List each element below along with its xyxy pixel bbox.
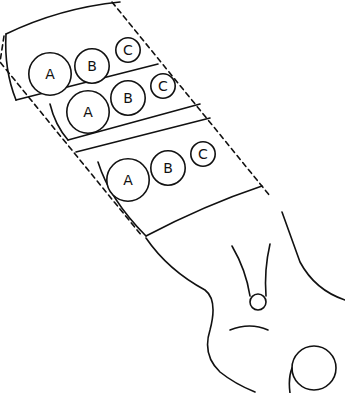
circle-outline bbox=[151, 74, 175, 98]
site-letter: A bbox=[83, 105, 93, 119]
circle-outline bbox=[67, 91, 109, 133]
band-edge bbox=[6, 2, 120, 34]
circle-outline bbox=[116, 38, 140, 62]
band-edge bbox=[6, 34, 16, 100]
site-circle: C bbox=[150, 73, 176, 99]
site-letter: B bbox=[123, 91, 133, 105]
body-outline bbox=[266, 244, 271, 296]
body-outline bbox=[146, 238, 255, 392]
site-letter: C bbox=[123, 43, 133, 57]
site-circle: B bbox=[150, 150, 186, 186]
circle-outline bbox=[29, 53, 71, 95]
circle-outline bbox=[75, 49, 109, 83]
body-outline bbox=[230, 326, 268, 330]
band-edge bbox=[146, 186, 262, 236]
body-outline bbox=[289, 368, 292, 393]
site-letter: A bbox=[123, 173, 133, 187]
site-letter: A bbox=[45, 67, 55, 81]
site-circle: A bbox=[106, 158, 150, 202]
band-edge bbox=[50, 104, 68, 140]
site-circle: A bbox=[66, 90, 110, 134]
circle-outline bbox=[111, 81, 145, 115]
site-circle: B bbox=[110, 80, 146, 116]
site-letter: B bbox=[163, 161, 173, 175]
site-circle: A bbox=[28, 52, 72, 96]
site-circle: B bbox=[74, 48, 110, 84]
site-letter: C bbox=[198, 147, 208, 161]
site-letter: B bbox=[87, 59, 97, 73]
circle-outline bbox=[107, 159, 149, 201]
genital-outline bbox=[250, 294, 266, 310]
body-outline bbox=[232, 246, 250, 296]
circle-outline bbox=[151, 151, 185, 185]
thigh-section bbox=[292, 346, 336, 390]
site-letter: C bbox=[158, 79, 168, 93]
circle-outline bbox=[191, 142, 215, 166]
site-circle: C bbox=[115, 37, 141, 63]
site-circle: C bbox=[190, 141, 216, 167]
body-outline bbox=[282, 212, 345, 300]
